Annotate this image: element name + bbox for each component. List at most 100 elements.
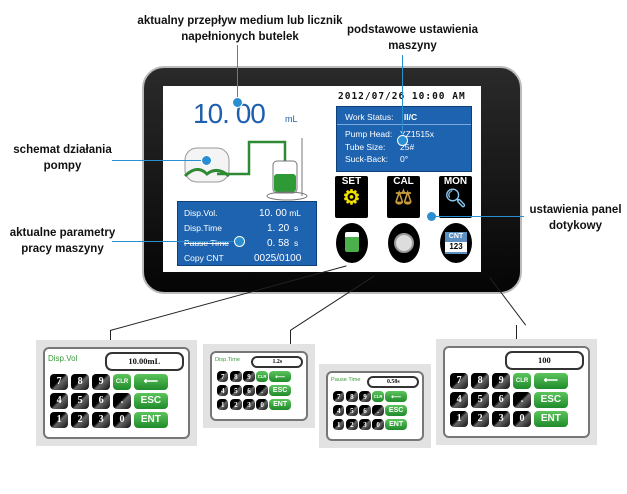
annotation-line: podstawowe ustawienia	[347, 24, 478, 36]
keypad-label: Pause Time	[331, 376, 361, 383]
cal-button[interactable]: CAL⚖	[387, 176, 420, 218]
escape-button[interactable]: ESC	[533, 391, 568, 408]
key-digit[interactable]: 1	[217, 399, 229, 410]
backspace-button[interactable]: ⟵	[533, 372, 568, 389]
keypad-display[interactable]: 10.00mL	[105, 352, 184, 371]
key-digit[interactable]: 6	[359, 405, 371, 417]
keypad-display[interactable]: 100	[505, 351, 584, 370]
clear-button[interactable]: CLR	[112, 373, 132, 390]
key-digit[interactable]: 0	[112, 411, 132, 428]
enter-button[interactable]: ENT	[533, 410, 568, 427]
key-digit[interactable]: 7	[217, 371, 229, 383]
status-row: Tube Size:25#	[345, 141, 463, 154]
keypad-display[interactable]: 0.58s	[367, 376, 420, 389]
key-digit[interactable]: 5	[230, 385, 242, 397]
key-decimal[interactable]: .	[256, 385, 268, 397]
timer-button[interactable]	[388, 223, 420, 263]
clear-button[interactable]: CLR	[512, 372, 532, 389]
key-digit[interactable]: 6	[491, 391, 511, 408]
key-digit[interactable]: 3	[91, 411, 111, 428]
keypad-display[interactable]: 1.2s	[251, 356, 304, 369]
key-digit[interactable]: 4	[217, 385, 229, 397]
key-digit[interactable]: 1	[450, 410, 469, 427]
key-decimal[interactable]: .	[512, 391, 532, 408]
clear-button[interactable]: CLR	[256, 371, 268, 383]
key-decimal[interactable]: .	[112, 392, 132, 409]
key-digit[interactable]: 0	[256, 399, 268, 410]
mon-button[interactable]: MON🔍︎	[439, 176, 472, 218]
key-digit[interactable]: 8	[470, 372, 490, 389]
status-label: Tube Size:	[345, 141, 386, 152]
status-value: 0°	[400, 154, 409, 164]
key-digit[interactable]: 8	[230, 371, 242, 383]
key-decimal[interactable]: .	[372, 405, 384, 417]
cal-label: CAL	[393, 176, 414, 187]
key-digit[interactable]: 2	[230, 399, 242, 410]
callout-dot	[232, 97, 243, 108]
key-digit[interactable]: 6	[243, 385, 255, 397]
key-digit[interactable]: 0	[512, 410, 532, 427]
key-digit[interactable]: 2	[346, 419, 358, 430]
backspace-button[interactable]: ⟵	[385, 391, 407, 403]
key-digit[interactable]: 6	[91, 392, 111, 409]
connector-line	[110, 330, 111, 341]
key-digit[interactable]: 9	[359, 391, 371, 403]
callout-line	[402, 55, 403, 140]
escape-button[interactable]: ESC	[385, 405, 407, 417]
key-digit[interactable]: 4	[450, 391, 469, 408]
key-digit[interactable]: 5	[470, 391, 490, 408]
key-digit[interactable]: 9	[491, 372, 511, 389]
dispense-volume-button[interactable]	[336, 223, 368, 263]
key-digit[interactable]: 5	[70, 392, 90, 409]
enter-button[interactable]: ENT	[269, 399, 291, 410]
key-digit[interactable]: 2	[70, 411, 90, 428]
param-unit: s	[293, 223, 299, 233]
annotation-line: pracy maszyny	[21, 243, 104, 255]
annotation-line: ustawienia panel	[529, 204, 622, 216]
key-digit[interactable]: 5	[346, 405, 358, 417]
backspace-button[interactable]: ⟵	[133, 373, 168, 390]
callout-dot	[397, 135, 408, 146]
key-digit[interactable]: 8	[70, 373, 90, 390]
escape-button[interactable]: ESC	[269, 385, 291, 397]
backspace-button[interactable]: ⟵	[269, 371, 291, 383]
key-digit[interactable]: 9	[243, 371, 255, 383]
enter-button[interactable]: ENT	[133, 411, 168, 428]
escape-button[interactable]: ESC	[133, 392, 168, 409]
key-digit[interactable]: 0	[372, 419, 384, 430]
callout-line	[112, 241, 239, 242]
param-unit: s	[293, 238, 299, 248]
key-digit[interactable]: 9	[91, 373, 111, 390]
annotation-line: pompy	[43, 160, 82, 172]
key-digit[interactable]: 4	[333, 405, 345, 417]
keypad-label: Disp.Vol	[48, 353, 78, 363]
key-digit[interactable]: 7	[50, 373, 69, 390]
key-digit[interactable]: 3	[491, 410, 511, 427]
enter-button[interactable]: ENT	[385, 419, 407, 430]
key-digit[interactable]: 7	[333, 391, 345, 403]
key-digit[interactable]: 2	[470, 410, 490, 427]
annotation-line: napełnionych butelek	[181, 31, 299, 43]
key-digit[interactable]: 1	[333, 419, 345, 430]
set-button[interactable]: SET⚙	[335, 176, 368, 218]
key-digit[interactable]: 1	[50, 411, 69, 428]
callout-dot	[234, 236, 245, 247]
magnifier-icon: 🔍︎	[444, 188, 467, 208]
key-digit[interactable]: 3	[243, 399, 255, 410]
clear-button[interactable]: CLR	[372, 391, 384, 403]
key-digit[interactable]: 8	[346, 391, 358, 403]
key-digit[interactable]: 7	[450, 372, 469, 389]
work-status-value: II/C	[403, 112, 418, 122]
key-digit[interactable]: 3	[359, 419, 371, 430]
key-digit[interactable]: 4	[50, 392, 69, 409]
